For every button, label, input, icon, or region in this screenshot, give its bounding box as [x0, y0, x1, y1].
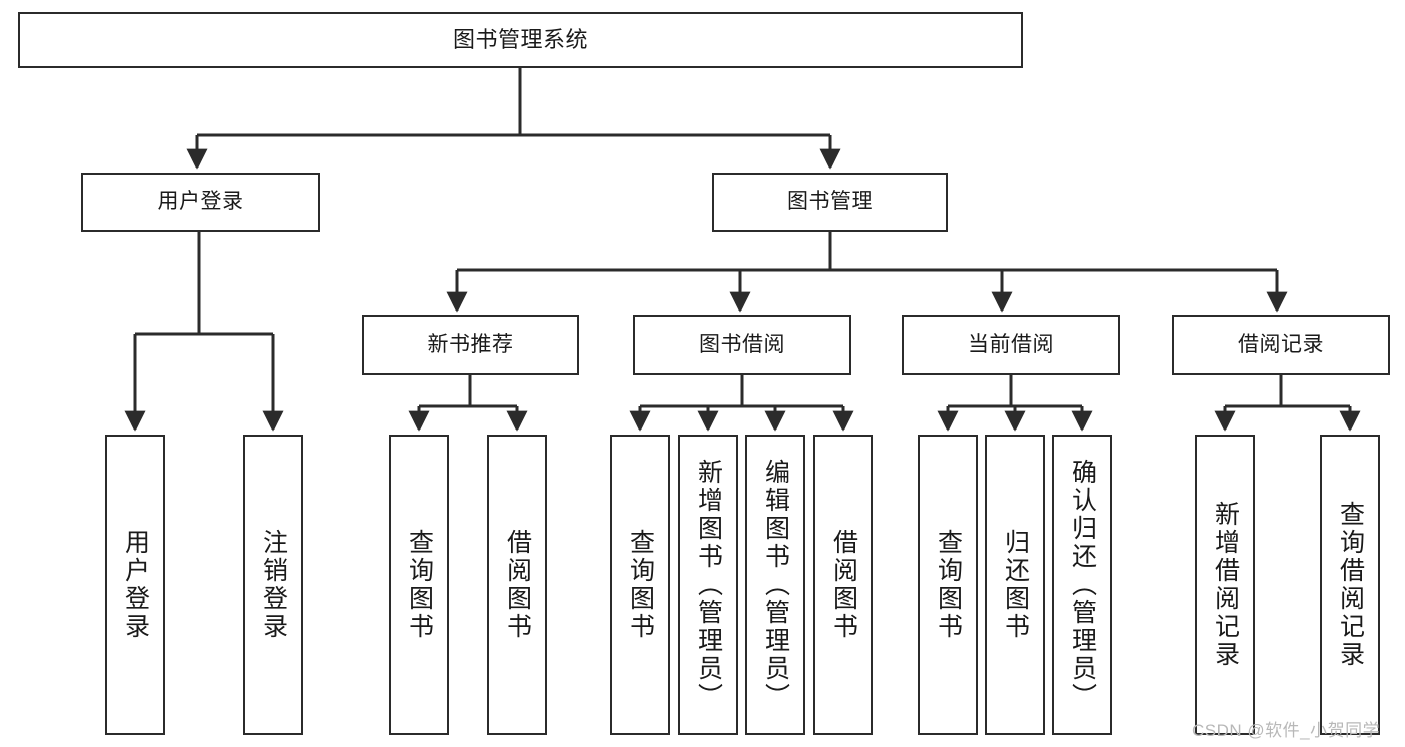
leaf-edit-book-admin[interactable]: 编辑图书（管理员） — [745, 435, 805, 735]
node-label: 新书推荐 — [427, 332, 514, 356]
node-label: 编辑图书（管理员） — [761, 459, 790, 711]
node-label: 查询借阅记录 — [1336, 501, 1365, 669]
node-label: 用户登录 — [121, 529, 150, 641]
leaf-borrow-book-recommend[interactable]: 借阅图书 — [487, 435, 547, 735]
leaf-query-book-current[interactable]: 查询图书 — [918, 435, 978, 735]
node-label: 当前借阅 — [968, 332, 1054, 356]
node-borrow-record[interactable]: 借阅记录 — [1172, 315, 1390, 375]
node-label: 查询图书 — [626, 529, 655, 641]
node-label: 借阅图书 — [829, 529, 858, 641]
node-label: 新增图书（管理员） — [694, 459, 723, 711]
node-label: 图书借阅 — [699, 332, 785, 356]
node-book-borrow[interactable]: 图书借阅 — [633, 315, 851, 375]
node-label: 借阅记录 — [1238, 332, 1324, 356]
leaf-confirm-return-admin[interactable]: 确认归还（管理员） — [1052, 435, 1112, 735]
node-label: 图书管理系统 — [452, 27, 588, 53]
node-label: 借阅图书 — [503, 529, 532, 641]
leaf-logout[interactable]: 注销登录 — [243, 435, 303, 735]
node-label: 确认归还（管理员） — [1068, 459, 1097, 711]
node-label: 用户登录 — [157, 190, 244, 214]
node-label: 图书管理 — [787, 190, 873, 214]
node-label: 注销登录 — [259, 529, 288, 641]
leaf-add-book-admin[interactable]: 新增图书（管理员） — [678, 435, 738, 735]
node-label: 归还图书 — [1001, 529, 1030, 641]
node-book-management[interactable]: 图书管理 — [712, 173, 948, 232]
leaf-query-book-borrow[interactable]: 查询图书 — [610, 435, 670, 735]
node-current-borrow[interactable]: 当前借阅 — [902, 315, 1120, 375]
node-root-system[interactable]: 图书管理系统 — [18, 12, 1023, 68]
leaf-add-borrow-record[interactable]: 新增借阅记录 — [1195, 435, 1255, 735]
node-new-book-recommend[interactable]: 新书推荐 — [362, 315, 579, 375]
leaf-return-book[interactable]: 归还图书 — [985, 435, 1045, 735]
node-label: 新增借阅记录 — [1211, 501, 1240, 669]
leaf-borrow-book[interactable]: 借阅图书 — [813, 435, 873, 735]
node-label: 查询图书 — [934, 529, 963, 641]
leaf-user-login[interactable]: 用户登录 — [105, 435, 165, 735]
node-user-login[interactable]: 用户登录 — [81, 173, 320, 232]
node-label: 查询图书 — [405, 529, 434, 641]
leaf-query-borrow-record[interactable]: 查询借阅记录 — [1320, 435, 1380, 735]
leaf-query-book-recommend[interactable]: 查询图书 — [389, 435, 449, 735]
